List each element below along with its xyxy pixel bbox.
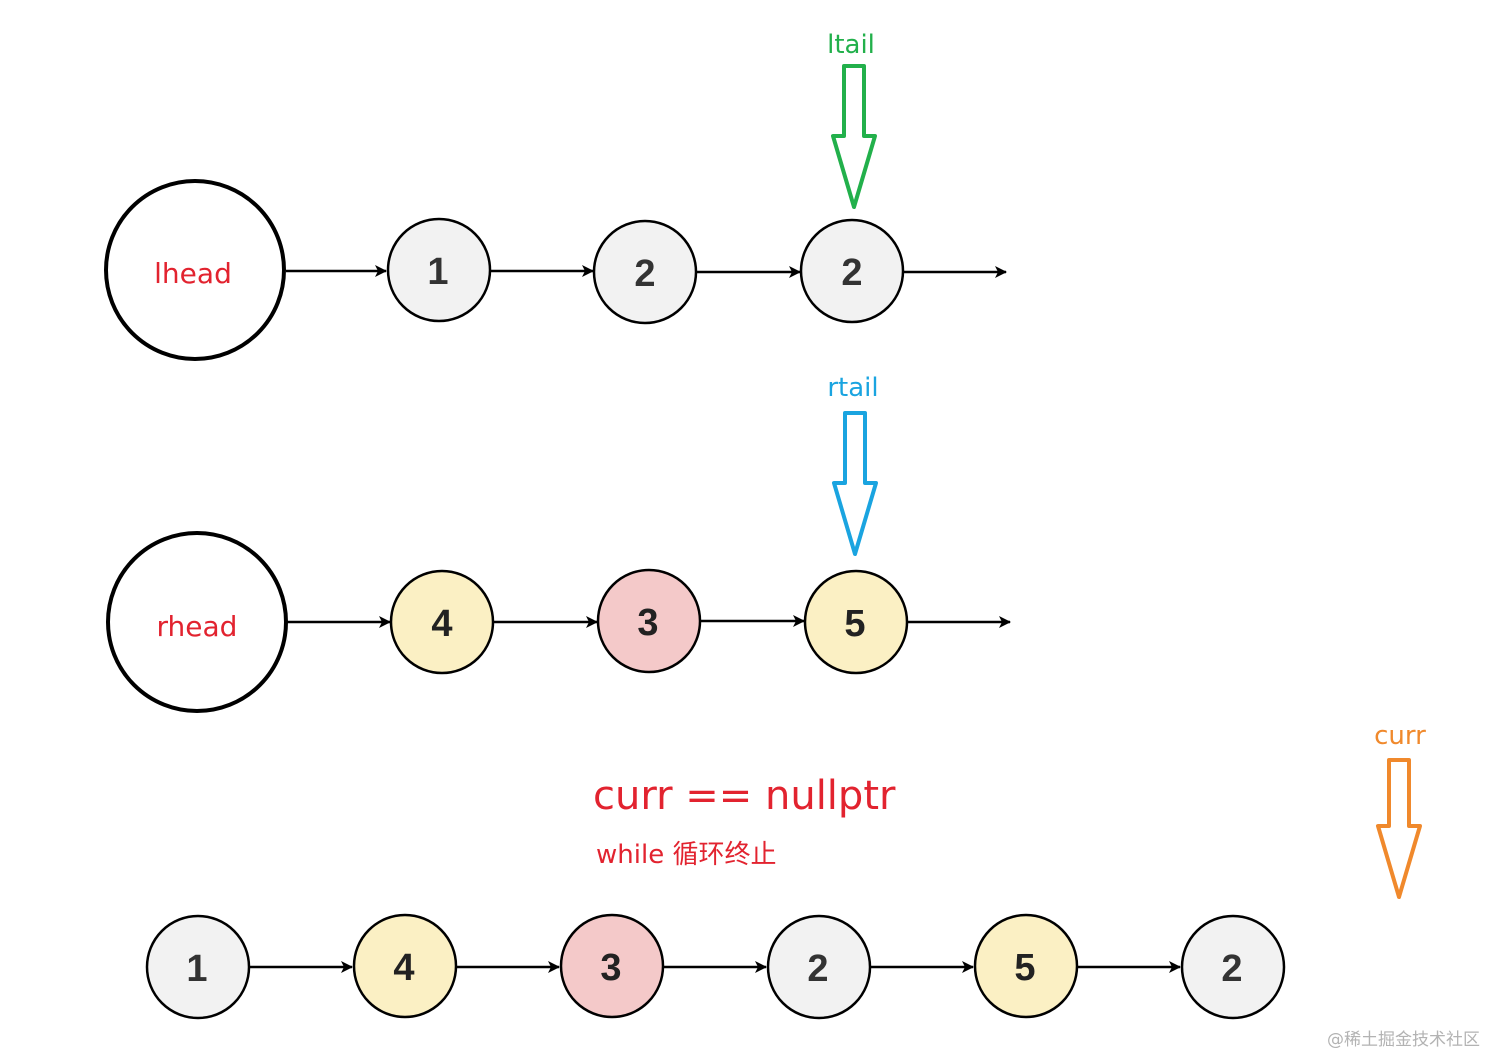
node-value: 2 (807, 948, 828, 990)
node-value: 2 (634, 253, 655, 295)
list-node (386, 217, 492, 323)
curr-pointer: curr (1374, 721, 1426, 899)
node-value: 3 (600, 947, 621, 989)
rtail-label: rtail (827, 373, 878, 403)
lhead-label: lhead (154, 257, 232, 290)
right-list: rhead 4 3 5 (106, 531, 1011, 713)
list-node (973, 913, 1079, 1019)
node-value: 2 (1221, 948, 1242, 990)
list-node (1180, 914, 1286, 1020)
list-node (766, 914, 872, 1020)
rhead-label: rhead (157, 610, 238, 643)
condition-text: curr == nullptr (593, 773, 896, 819)
node-value: 3 (637, 602, 658, 644)
lhead-node (104, 179, 286, 361)
ltail-pointer: ltail (827, 30, 877, 209)
node-value: 4 (393, 947, 414, 989)
list-node (145, 914, 251, 1020)
node-value: 2 (841, 252, 862, 294)
list-node (559, 913, 665, 1019)
curr-label: curr (1374, 721, 1426, 751)
list-node (799, 218, 905, 324)
node-value: 4 (431, 603, 452, 645)
ltail-label: ltail (827, 30, 875, 60)
node-value: 5 (1014, 947, 1035, 989)
rtail-arrow-icon (832, 411, 878, 556)
list-node (592, 219, 698, 325)
loop-note-text: while 循环终止 (596, 840, 776, 870)
rtail-pointer: rtail (827, 373, 879, 556)
list-node (803, 569, 909, 675)
list-node (389, 569, 495, 675)
list-node (596, 568, 702, 674)
node-value: 1 (427, 251, 448, 293)
node-value: 1 (186, 948, 207, 990)
merged-list: 1 4 3 2 5 2 (145, 913, 1286, 1020)
rhead-node (106, 531, 288, 713)
list-node (352, 913, 458, 1019)
watermark: @稀土掘金技术社区 (1327, 1030, 1480, 1050)
ltail-arrow-icon (831, 64, 877, 209)
node-value: 5 (844, 603, 865, 645)
left-list: lhead 1 2 2 (104, 179, 1007, 361)
curr-arrow-icon (1376, 758, 1422, 899)
